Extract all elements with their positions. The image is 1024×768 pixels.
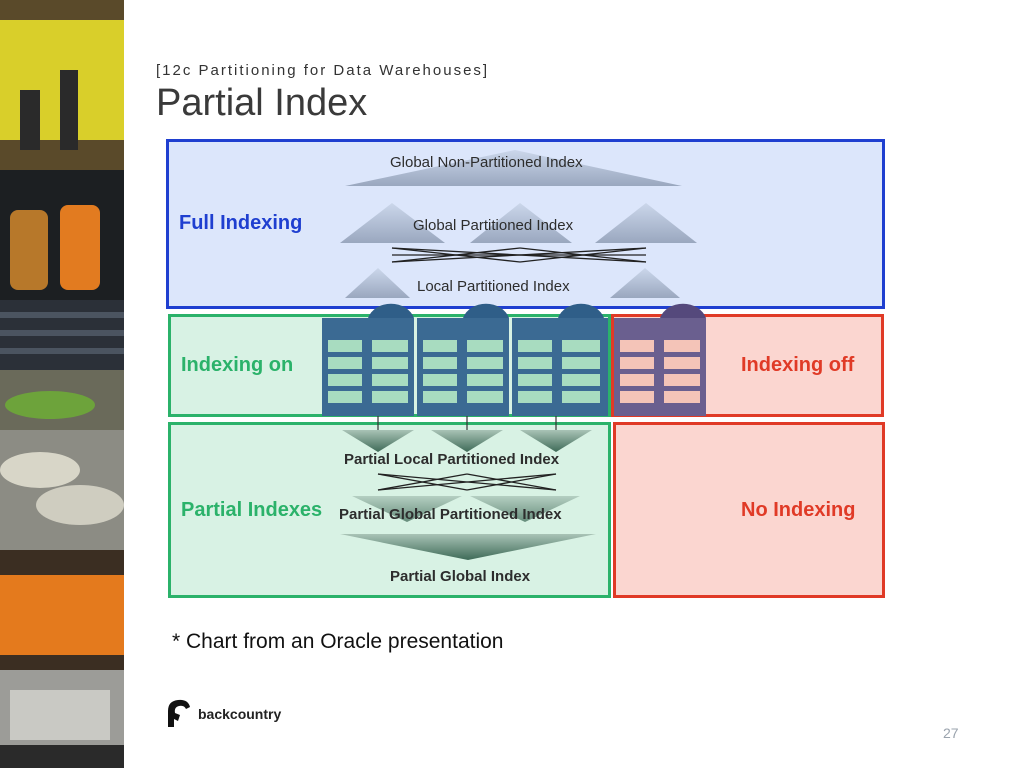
partial-global-shape	[340, 534, 596, 560]
no-indexing-label: No Indexing	[741, 499, 856, 521]
slide-subtitle: [12c Partitioning for Data Warehouses]	[156, 62, 490, 79]
full-indexing-label: Full Indexing	[179, 212, 303, 234]
partial-global-partitioned-shapes	[352, 496, 580, 522]
global-partitioned-label: Global Partitioned Index	[413, 217, 574, 234]
table-partitions-on	[322, 303, 608, 416]
global-non-partitioned-shape	[345, 150, 682, 186]
partition-crossing-lines	[391, 247, 647, 263]
partial-global-partitioned-label: Partial Global Partitioned Index	[339, 506, 562, 523]
local-partitioned-label: Local Partitioned Index	[417, 278, 570, 295]
partial-local-partitioned-label: Partial Local Partitioned Index	[344, 451, 560, 468]
goat-logo-icon	[164, 697, 194, 734]
backcountry-logo-text: backcountry	[198, 706, 282, 722]
partial-global-label: Partial Global Index	[390, 568, 531, 585]
footnote: * Chart from an Oracle presentation	[172, 630, 504, 653]
table-partition-off	[614, 303, 706, 416]
partial-indexes-label: Partial Indexes	[181, 499, 323, 521]
global-non-partitioned-label: Global Non-Partitioned Index	[390, 154, 583, 171]
gear-photo-strip	[0, 0, 124, 768]
global-partitioned-shapes	[340, 203, 697, 243]
partial-local-shapes	[342, 430, 592, 452]
indexing-off-label: Indexing off	[741, 354, 855, 376]
partial-crossing-lines	[377, 473, 557, 491]
partition-connectors	[377, 416, 557, 430]
sidebar-photo	[0, 0, 124, 768]
local-partitioned-shapes	[345, 268, 680, 298]
indexing-on-label: Indexing on	[181, 354, 294, 376]
no-indexing-panel	[613, 422, 885, 598]
slide-title: Partial Index	[156, 82, 368, 124]
page-number: 27	[943, 725, 959, 741]
